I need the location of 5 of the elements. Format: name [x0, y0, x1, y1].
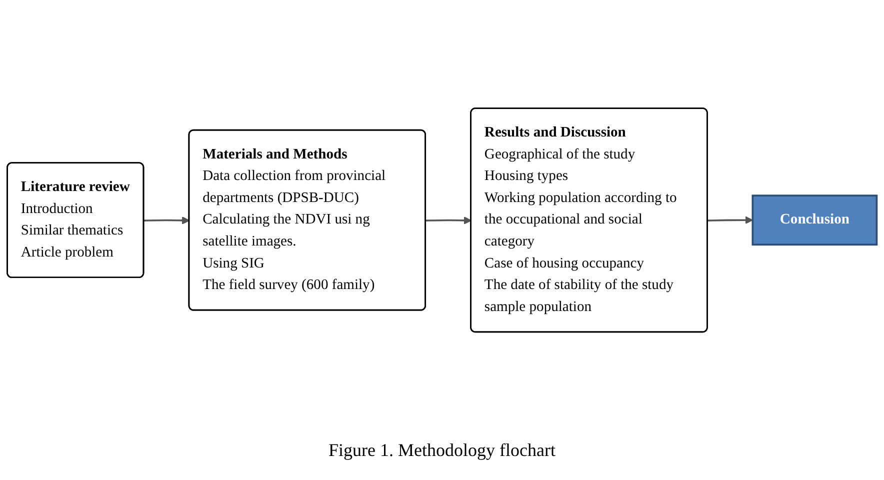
arrow: [144, 216, 190, 224]
arrow: [426, 216, 472, 224]
node-box: Conclusion: [752, 194, 878, 246]
arrow: [708, 216, 753, 224]
figure-caption: Figure 1. Methodology flochart: [328, 440, 556, 460]
